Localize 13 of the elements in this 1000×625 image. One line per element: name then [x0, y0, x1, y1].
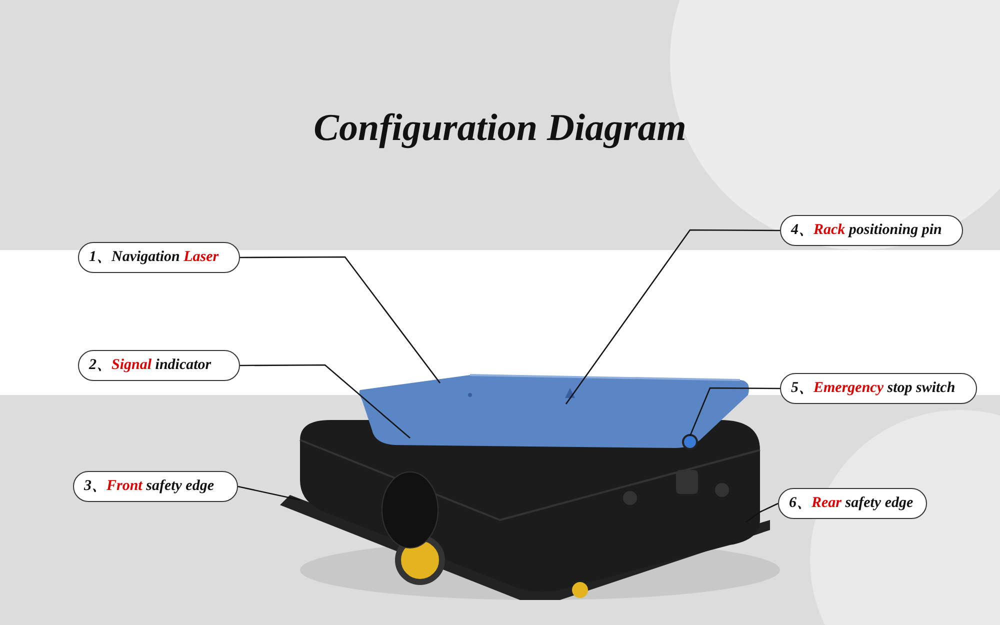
callout-label: 6、Rear safety edge: [778, 488, 927, 519]
callout-label: 3、Front safety edge: [73, 471, 238, 502]
leader-line: [689, 387, 780, 436]
leader-line: [565, 229, 780, 404]
leader-line: [240, 364, 410, 438]
leader-line: [238, 486, 300, 501]
callout-label: 2、Signal indicator: [78, 350, 240, 381]
title: Configuration Diagram: [312, 106, 688, 150]
leader-line: [746, 502, 778, 523]
callout-label: 1、Navigation Laser: [78, 242, 240, 273]
callout-label: 4、Rack positioning pin: [780, 215, 963, 246]
callout-label: 5、Emergency stop switch: [780, 373, 977, 404]
leader-line: [240, 256, 441, 384]
